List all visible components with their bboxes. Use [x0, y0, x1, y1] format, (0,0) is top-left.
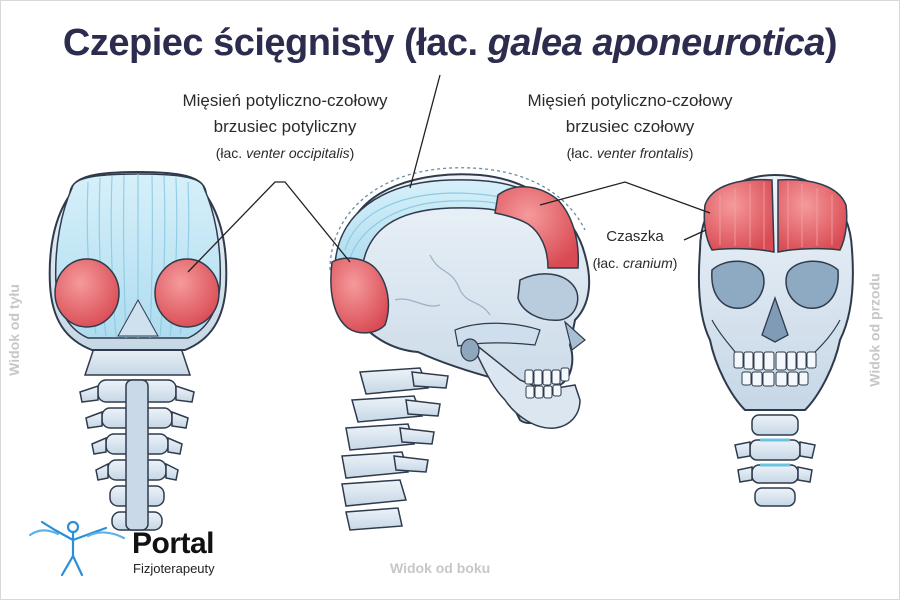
front-eye-socket-left — [711, 260, 765, 309]
label-occipital-line2: brzusiec potyliczny — [213, 117, 357, 136]
side-view-skull — [329, 167, 591, 531]
view-label-side: Widok od boku — [390, 560, 491, 576]
label-occipital-belly: Mięsień potyliczno-czołowy brzusiec poty… — [160, 88, 410, 166]
label-frontal-belly: Mięsień potyliczno-czołowy brzusiec czoł… — [505, 88, 755, 166]
label-cranium-line1: Czaszka — [606, 228, 664, 245]
front-nasal-cavity — [761, 296, 789, 343]
title-close: ) — [824, 22, 838, 64]
title-latin: galea aponeurotica — [487, 22, 826, 64]
leader-frontal — [539, 181, 711, 214]
front-view-skull — [697, 173, 854, 507]
side-cervical-spine — [341, 367, 449, 531]
page-title: Czepiec ścięgnisty (łac. galea aponeurot… — [0, 22, 900, 65]
side-scalp-contour — [329, 167, 586, 271]
label-frontal-line2: brzusiec czołowy — [565, 117, 695, 136]
front-eye-socket-right — [785, 260, 839, 309]
back-occipital-muscle-right — [154, 258, 220, 328]
side-occipital-muscle — [330, 257, 390, 334]
view-label-back: Widok od tyłu — [5, 284, 22, 376]
back-occipital-muscle-left — [54, 258, 120, 328]
leader-occipital — [187, 181, 351, 273]
side-frontal-muscle — [494, 186, 580, 269]
label-frontal-latin: (łac. venter frontalis) — [566, 145, 694, 161]
front-frontal-muscle-left — [703, 178, 775, 253]
side-mandible — [469, 339, 581, 429]
label-cranium: Czaszka (łac. cranium) — [580, 224, 690, 276]
back-view-skull — [48, 170, 228, 531]
leader-lines — [187, 74, 711, 273]
side-teeth — [524, 367, 570, 399]
leader-cranium — [683, 229, 707, 241]
title-main: Czepiec ścięgnisty (łac. — [62, 22, 488, 64]
front-frontal-muscle-right — [777, 178, 848, 253]
label-occipital-latin: (łac. venter occipitalis) — [215, 145, 355, 161]
label-occipital-line1: Mięsień potyliczno-czołowy — [182, 91, 388, 110]
view-label-front: Widok od przodu — [866, 273, 883, 387]
logo-subtitle: Fizjoterapeuty — [133, 561, 215, 576]
back-cervical-spine — [79, 344, 195, 531]
label-frontal-line1: Mięsień potyliczno-czołowy — [527, 91, 733, 110]
label-cranium-latin: (łac. cranium) — [592, 255, 678, 271]
front-teeth — [733, 351, 817, 387]
front-cervical-spine — [734, 414, 816, 507]
logo-figure-icon — [28, 520, 126, 577]
leader-galea — [409, 74, 441, 189]
logo-name: Portal — [132, 527, 215, 560]
